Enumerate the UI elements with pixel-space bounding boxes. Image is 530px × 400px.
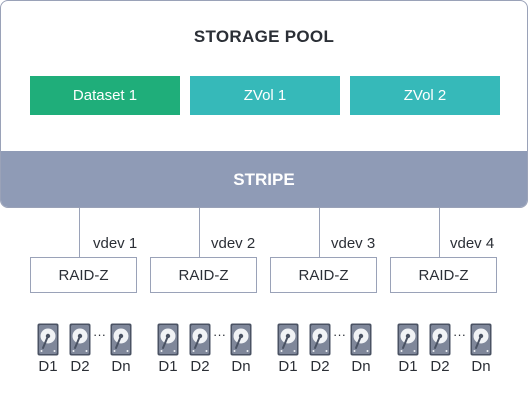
ellipsis: ··· — [453, 327, 466, 342]
disk-icon — [189, 323, 211, 356]
raid-z-box-3: RAID-Z — [270, 257, 377, 293]
disk-label: Dn — [471, 358, 491, 375]
disk-label: D2 — [70, 358, 90, 375]
vdev-3-label: vdev 3 — [331, 235, 376, 252]
disk-icon — [157, 323, 179, 356]
zvol-1-box: ZVol 1 — [190, 76, 340, 115]
raid-z-box-1: RAID-Z — [30, 257, 137, 293]
disk-label: D2 — [310, 358, 330, 375]
disk-icon — [470, 323, 492, 356]
stripe-bar: STRIPE — [1, 151, 527, 207]
disk-label: D2 — [190, 358, 210, 375]
dataset-1-box: Dataset 1 — [30, 76, 180, 115]
vdev-4-label: vdev 4 — [450, 235, 495, 252]
disk-label: Dn — [231, 358, 251, 375]
vdev-3-connector — [319, 208, 320, 257]
raid-z-box-4: RAID-Z — [390, 257, 497, 293]
disk-label: D1 — [278, 358, 298, 375]
disk-label: D1 — [158, 358, 178, 375]
disk-icon — [69, 323, 91, 356]
disk-icon — [309, 323, 331, 356]
ellipsis: ··· — [213, 327, 226, 342]
storage-pool-title: STORAGE POOL — [193, 27, 335, 46]
vdev-4-connector — [439, 208, 440, 257]
disk-label: Dn — [351, 358, 371, 375]
disk-icon — [397, 323, 419, 356]
ellipsis: ··· — [333, 327, 346, 342]
disk-label: D1 — [398, 358, 418, 375]
disk-icon — [37, 323, 59, 356]
vdev-1-label: vdev 1 — [93, 235, 138, 252]
disk-icon — [350, 323, 372, 356]
disk-icon — [277, 323, 299, 356]
storage-pool-box: STORAGE POOL Dataset 1 ZVol 1 ZVol 2 STR… — [0, 0, 528, 208]
disk-icon — [230, 323, 252, 356]
raid-z-box-2: RAID-Z — [150, 257, 257, 293]
zvol-2-box: ZVol 2 — [350, 76, 500, 115]
disk-icon — [110, 323, 132, 356]
vdev-2-connector — [199, 208, 200, 257]
vdev-1-connector — [79, 208, 80, 257]
disk-icon — [429, 323, 451, 356]
vdev-2-label: vdev 2 — [211, 235, 256, 252]
disk-label: D1 — [38, 358, 58, 375]
ellipsis: ··· — [93, 327, 106, 342]
disk-label: D2 — [430, 358, 450, 375]
disk-label: Dn — [111, 358, 131, 375]
